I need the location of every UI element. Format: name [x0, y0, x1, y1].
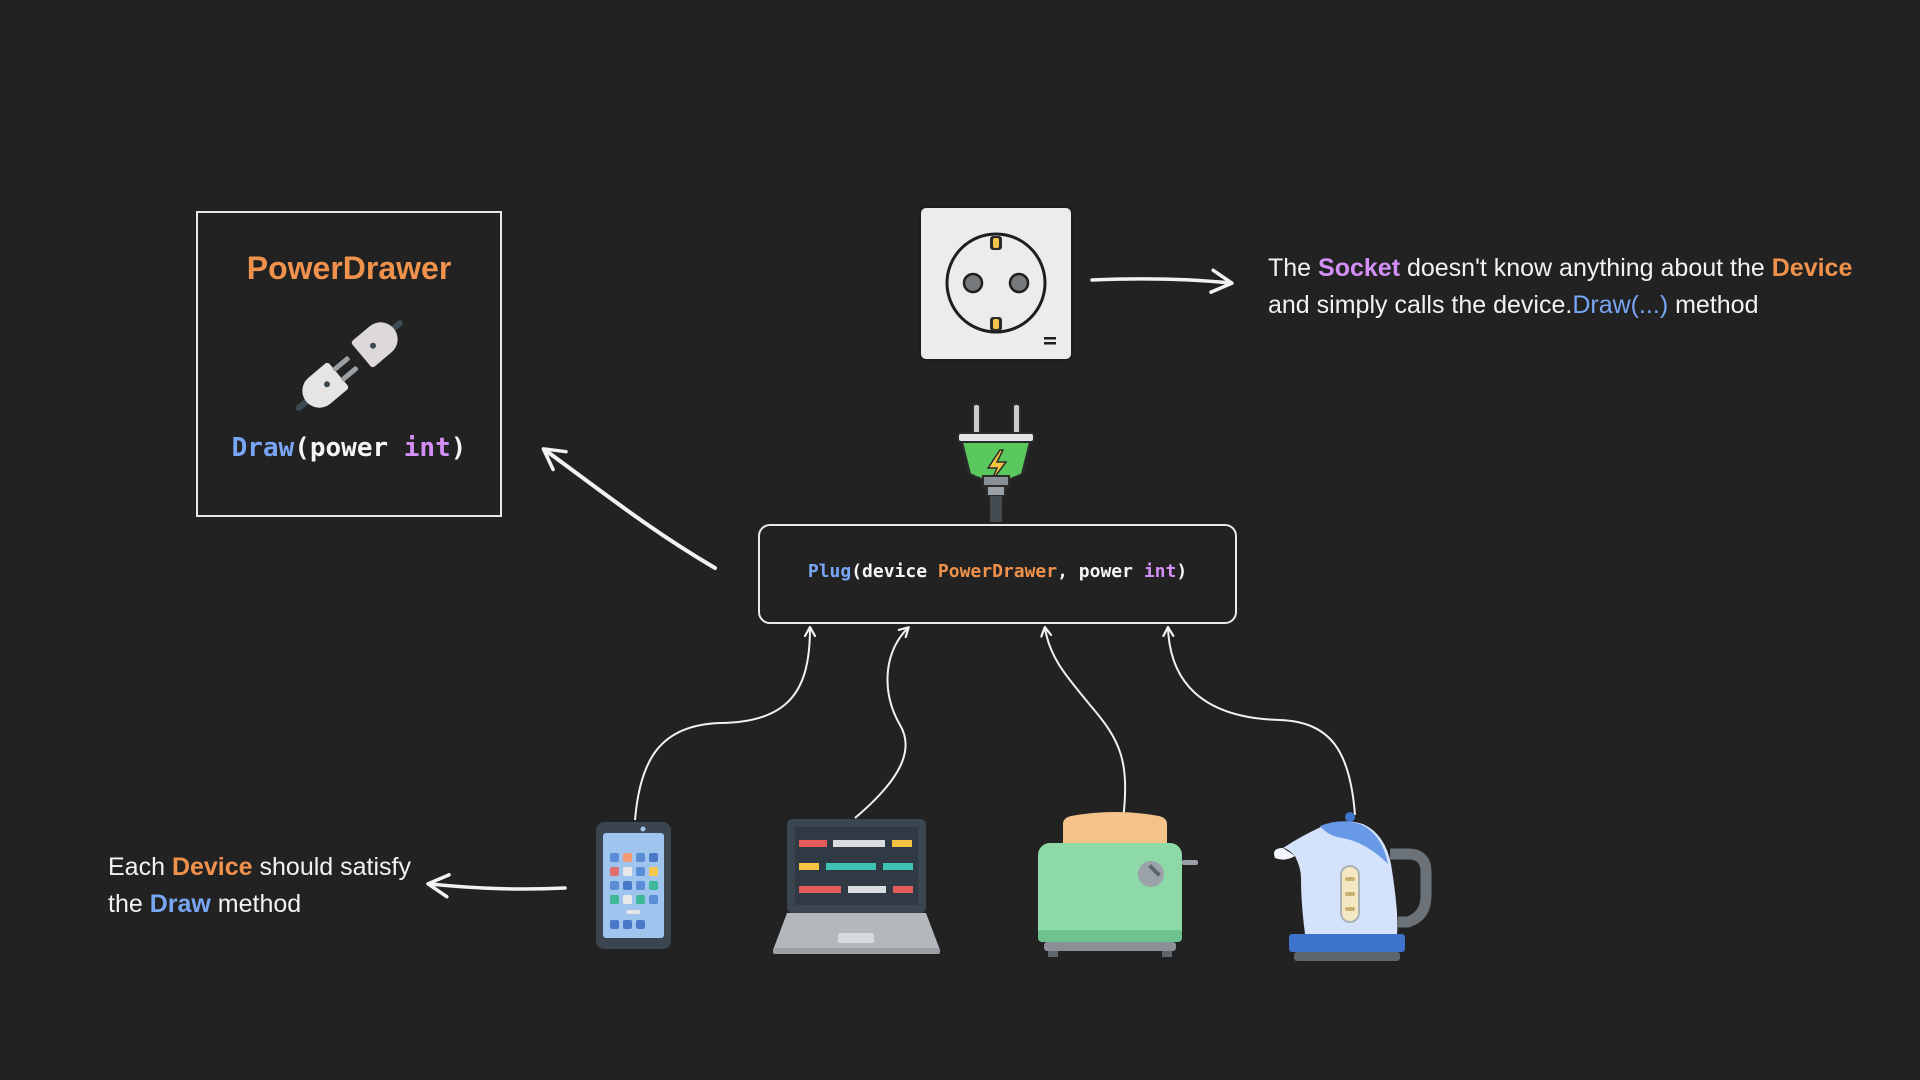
arrow-to-socket-note: [1090, 268, 1234, 294]
socket-keyword: Socket: [1318, 254, 1401, 282]
draw-keyword: Draw: [149, 890, 211, 918]
kettle-icon: [1274, 812, 1432, 961]
plug-param1-type: PowerDrawer: [937, 561, 1058, 582]
plug-param2: , power: [1057, 561, 1144, 582]
device-note-text: the: [108, 890, 150, 918]
arrow-to-device-note: [426, 873, 567, 899]
device-note: Each Device should satisfy the Draw metho…: [108, 849, 411, 923]
socket-note: The Socket doesn't know anything about t…: [1268, 250, 1852, 324]
plug-func-name: Plug: [807, 561, 852, 582]
plug-close-paren: ): [1176, 561, 1188, 582]
socket-note-text: The: [1268, 254, 1319, 282]
open-paren: (: [294, 433, 310, 463]
interface-title: PowerDrawer: [246, 250, 452, 286]
device-keyword: Device: [1771, 254, 1853, 282]
arrow-kettle-to-plug: [1168, 628, 1356, 816]
interface-method-signature: Draw(power int): [196, 433, 502, 463]
wall-socket-icon: [919, 206, 1073, 361]
power-plug-icon: [957, 403, 1035, 522]
device-note-text: Each: [108, 853, 172, 881]
plug-connect-icon: [295, 320, 403, 412]
powerdrawer-interface-box: [196, 211, 502, 517]
arrow-laptop-to-plug: [854, 628, 908, 819]
device-keyword: Device: [171, 853, 253, 881]
plug-param1: device: [862, 561, 938, 582]
close-paren: ): [450, 433, 467, 463]
arrow-to-interface: [541, 447, 717, 570]
device-note-text: should satisfy: [252, 853, 411, 881]
plug-param2-type: int: [1143, 561, 1177, 582]
param-name: power: [309, 433, 404, 463]
draw-call-keyword: Draw(...): [1572, 291, 1669, 319]
socket-note-text: doesn't know anything about the: [1400, 254, 1772, 282]
plug-open-paren: (: [851, 561, 863, 582]
smartphone-icon: [596, 822, 671, 949]
laptop-icon: [773, 819, 940, 954]
method-name: Draw: [231, 433, 295, 463]
socket-note-text: method: [1668, 291, 1759, 319]
plug-function-box: [758, 524, 1237, 624]
device-note-text: method: [210, 890, 302, 918]
toaster-icon: [1038, 812, 1198, 957]
param-type: int: [403, 433, 451, 463]
socket-note-text: and simply calls the device.: [1268, 291, 1573, 319]
plug-function-signature: Plug(device PowerDrawer, power int): [758, 561, 1237, 582]
arrow-toaster-to-plug: [1045, 628, 1127, 821]
arrow-phone-to-plug: [634, 628, 810, 821]
